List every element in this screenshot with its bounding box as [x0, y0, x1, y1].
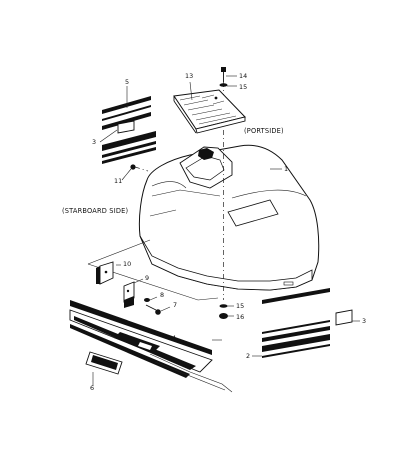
screw-7 — [145, 304, 161, 315]
washer-bottom-15 — [219, 304, 228, 308]
callout-4: 4 — [172, 334, 176, 342]
callout-11: 11 — [114, 177, 122, 185]
callout-14: 14 — [239, 72, 247, 80]
decal-emblem-3-lower — [335, 309, 353, 326]
bracket-10 — [96, 261, 114, 285]
emblem-6 — [85, 351, 123, 375]
callout-7: 7 — [173, 301, 177, 309]
screw-11 — [130, 164, 149, 172]
callout-3-lower: 3 — [362, 317, 366, 325]
callout-15-bottom: 15 — [236, 302, 244, 310]
washer-top-15 — [219, 83, 228, 87]
callout-15-top: 15 — [239, 83, 247, 91]
decal-stripe-5 — [102, 96, 151, 130]
engine-cowl-1 — [138, 130, 320, 300]
callout-1: 1 — [284, 165, 288, 173]
callout-6: 6 — [90, 384, 94, 392]
callout-2: 2 — [246, 352, 250, 360]
decal-stripe-2 — [262, 288, 330, 358]
nut-bottom-16 — [219, 313, 228, 319]
cover-plate-13 — [173, 89, 246, 134]
note-starboard-side: (STARBOARD SIDE) — [62, 207, 128, 215]
callout-9: 9 — [145, 274, 149, 282]
latch-bracket-9 — [123, 281, 135, 308]
callout-3-upper: 3 — [92, 138, 96, 146]
washer-8 — [144, 298, 150, 302]
decal-50-4 — [69, 300, 233, 393]
note-portside: (PORTSIDE) — [244, 127, 284, 135]
callout-16: 16 — [236, 313, 244, 321]
gasket-outline — [87, 239, 219, 301]
decal-emblem-3-upper — [102, 120, 156, 164]
callout-8: 8 — [160, 291, 164, 299]
callout-13: 13 — [185, 72, 193, 80]
callout-5: 5 — [125, 78, 129, 86]
callout-10: 10 — [123, 260, 131, 268]
leader-lines — [92, 75, 360, 386]
